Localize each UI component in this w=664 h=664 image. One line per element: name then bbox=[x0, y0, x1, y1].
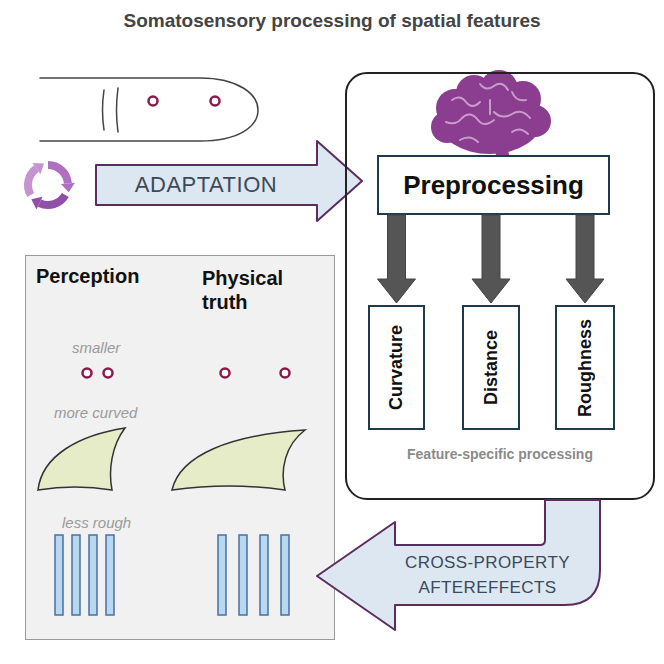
process-label: Preprocessing bbox=[379, 157, 608, 213]
feature-label: Curvature bbox=[370, 307, 423, 428]
repeat-cycle-icon bbox=[28, 163, 75, 210]
feature-box: Roughness bbox=[555, 305, 615, 430]
arrow-outline bbox=[317, 500, 600, 630]
comparison-panel: Perception Physical truth smaller more curv… bbox=[25, 255, 335, 640]
distance-dots bbox=[83, 369, 290, 378]
arrow-label: CROSS-PROPERTY AFTEREFFECTS bbox=[400, 547, 575, 605]
fingertip-drawing bbox=[40, 78, 258, 141]
feature-label: Distance bbox=[464, 307, 518, 428]
flow-arrow bbox=[472, 215, 510, 303]
feature-label: Roughness bbox=[557, 307, 613, 428]
feature-box: Curvature bbox=[368, 305, 425, 430]
flow-arrow bbox=[378, 215, 416, 303]
feature-box: Distance bbox=[462, 305, 520, 430]
aftereffect-arrow: CROSS-PROPERTY AFTEREFFECTS bbox=[315, 500, 605, 635]
column-heading: Physical truth bbox=[202, 266, 302, 314]
container-caption: Feature-specific processing bbox=[347, 446, 653, 468]
figure-title: Somatosensory processing of spatial feat… bbox=[0, 10, 664, 32]
arrow-label: ADAPTATION bbox=[95, 165, 317, 205]
column-heading: Perception bbox=[36, 264, 176, 288]
effect-note: more curved bbox=[54, 404, 194, 421]
effect-note: less rough bbox=[62, 514, 202, 531]
roughness-gratings bbox=[55, 535, 289, 615]
flow-arrow bbox=[566, 215, 604, 303]
adaptation-arrow: ADAPTATION bbox=[95, 140, 365, 222]
arrow-outline bbox=[96, 141, 362, 221]
effect-note: smaller bbox=[72, 339, 192, 356]
curvature-shapes bbox=[38, 428, 305, 490]
process-box: Preprocessing bbox=[377, 155, 610, 215]
stimulus-dots bbox=[149, 97, 220, 106]
processing-container: Feature-specific processing Preprocessing… bbox=[345, 72, 655, 500]
